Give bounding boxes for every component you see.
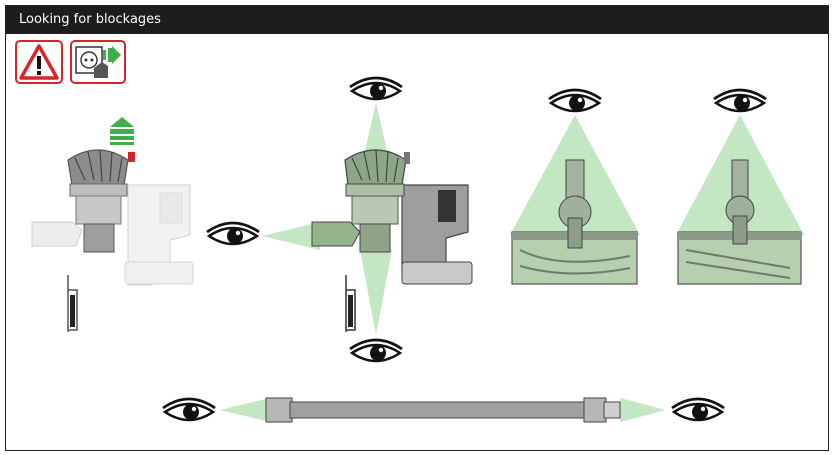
eye-icon [348, 76, 404, 101]
cleaner-head-1 [511, 159, 638, 285]
extension-wand [265, 397, 621, 423]
cleaner-head-2 [677, 159, 802, 285]
unplug-socket-icon [75, 46, 121, 78]
warning-box [15, 40, 63, 84]
eye-icon [161, 397, 217, 422]
vacuum-main-body-1 [31, 117, 194, 332]
eye-icon [670, 397, 726, 422]
arrow-up-icon [110, 117, 134, 145]
section-header: Looking for blockages [6, 6, 828, 34]
view-cone-wand-right [620, 398, 666, 422]
section-title: Looking for blockages [19, 12, 161, 27]
eye-icon [712, 88, 768, 113]
vacuum-main-body-2 [311, 149, 473, 332]
warning-triangle-icon [19, 44, 59, 80]
eye-icon [348, 338, 404, 363]
view-cone-wand-left [220, 398, 270, 422]
unplug-box [70, 40, 126, 84]
eye-icon [547, 88, 603, 113]
eye-icon [205, 221, 261, 246]
